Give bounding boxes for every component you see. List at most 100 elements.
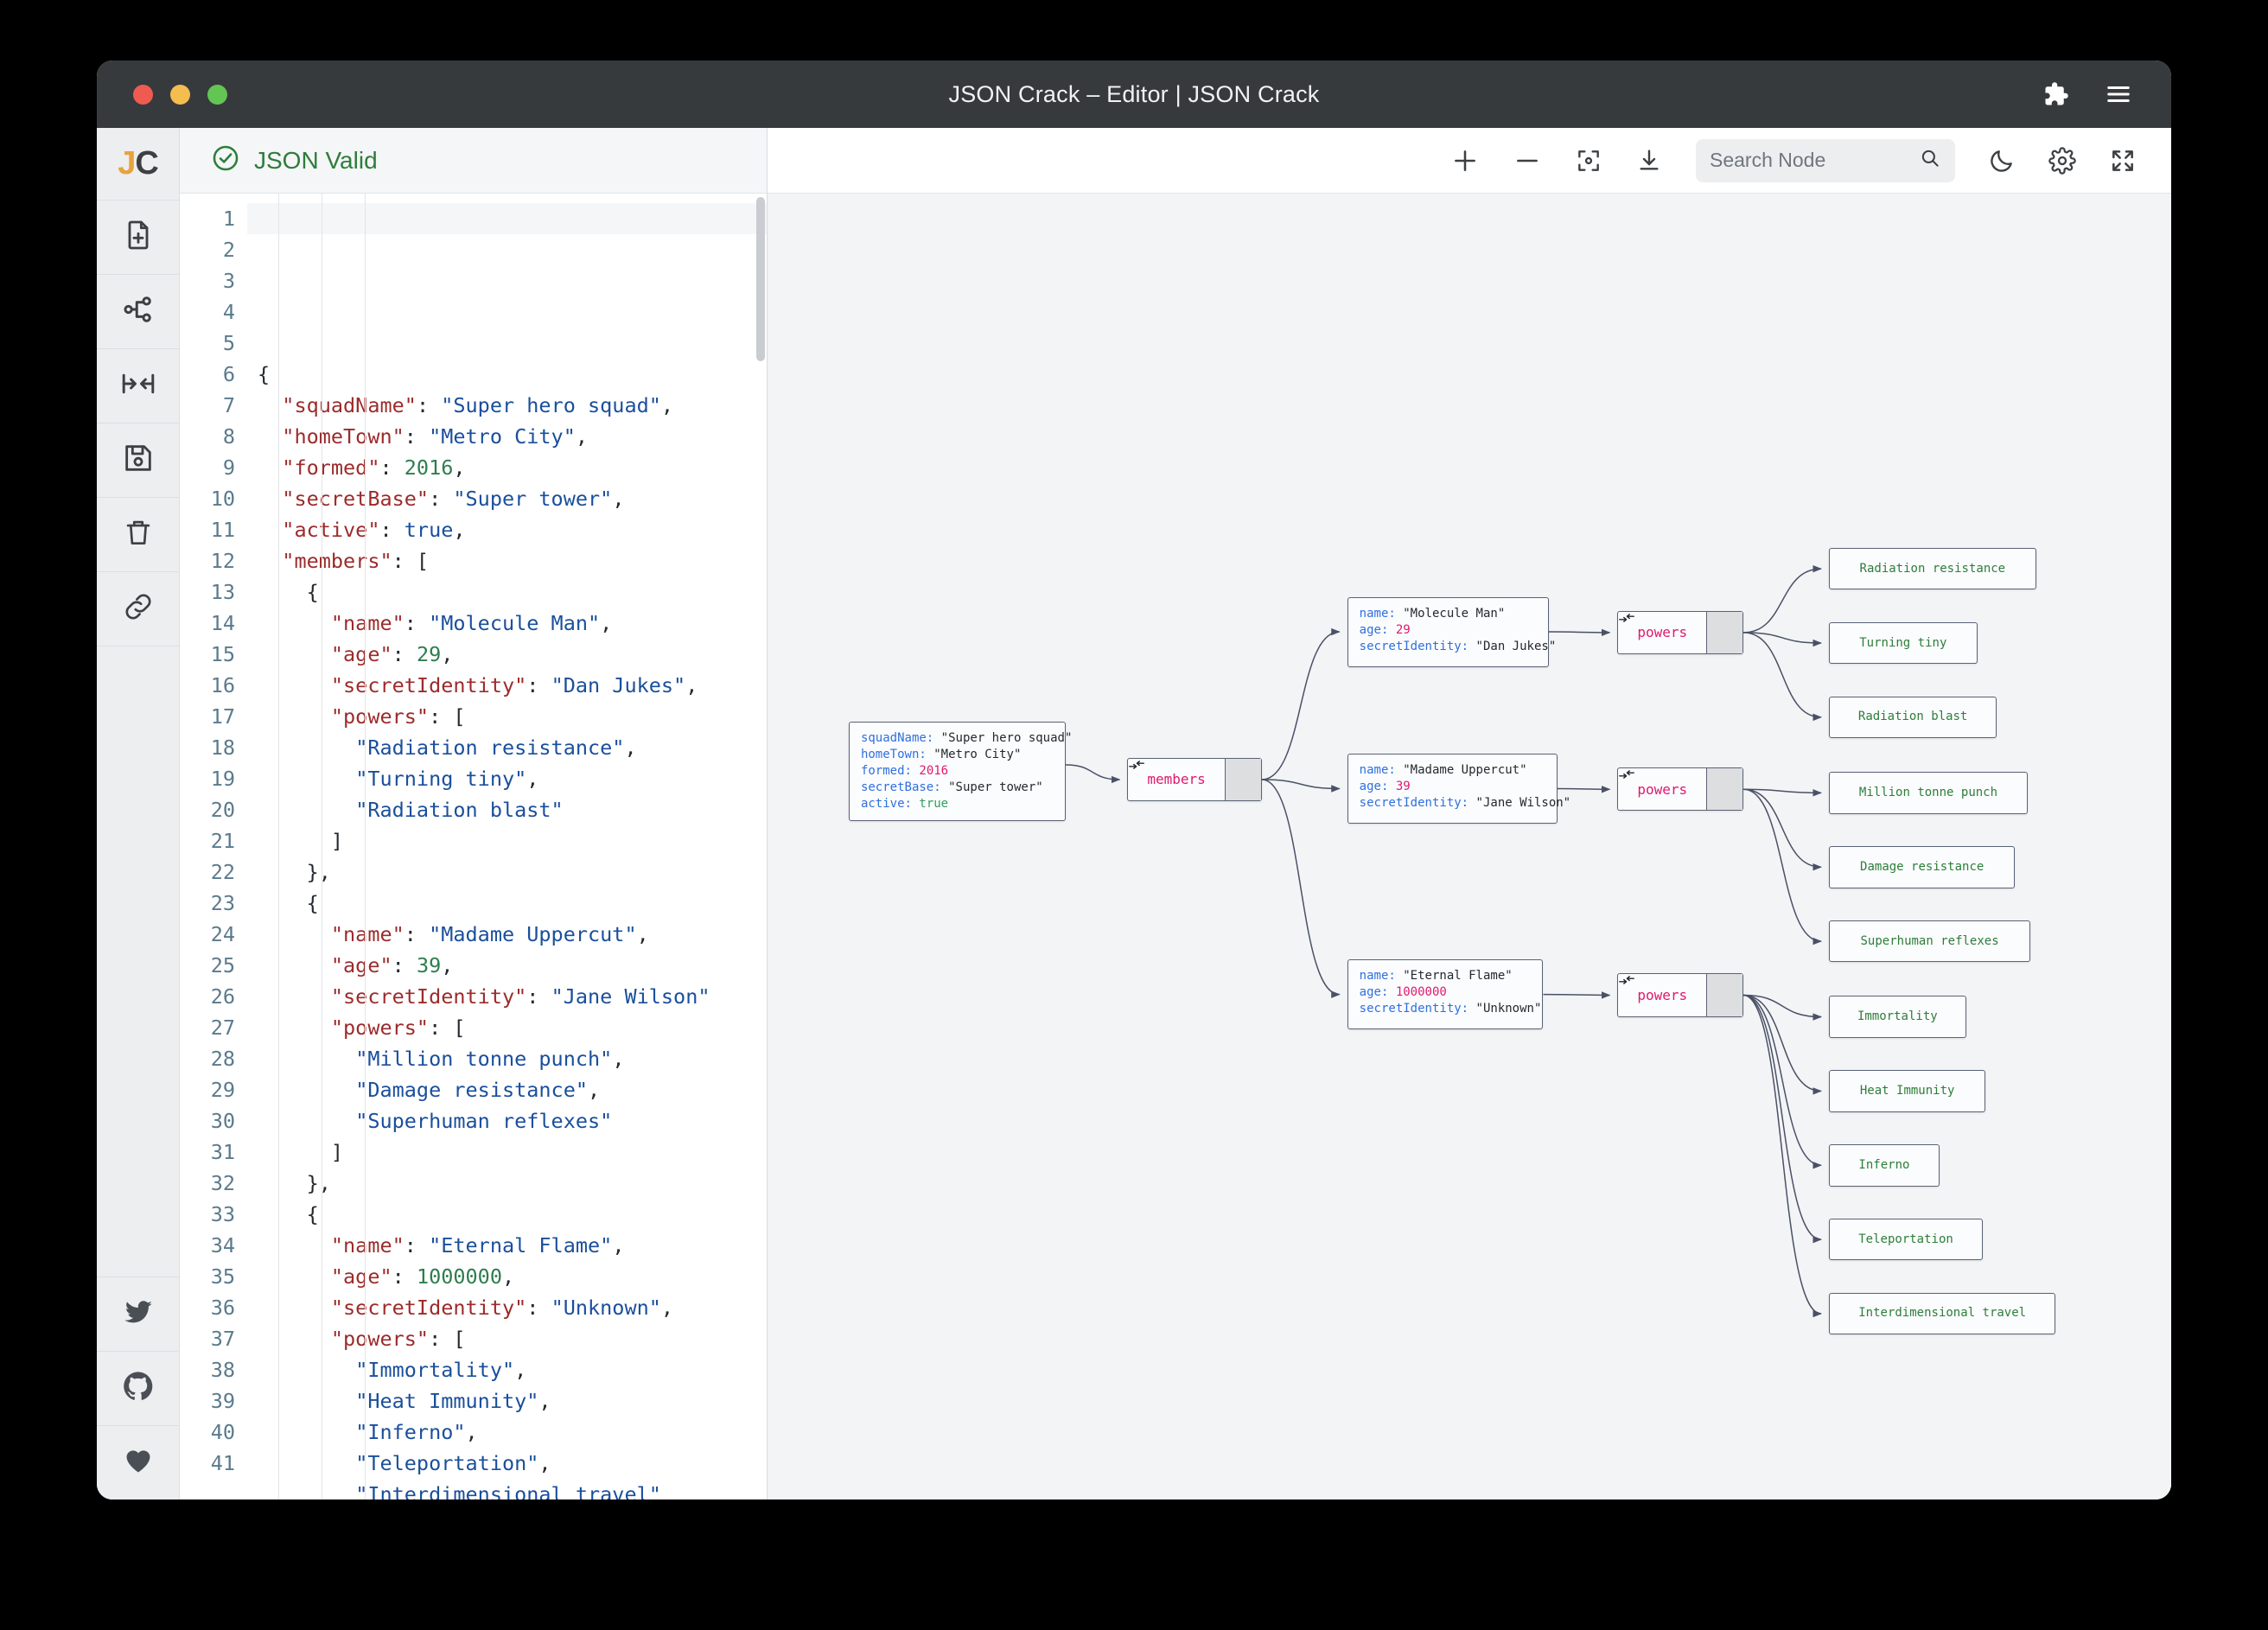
line-number: 33 (210, 1202, 235, 1226)
collapse-node-button[interactable] (1619, 768, 1743, 811)
graph-node-object[interactable]: squadName: "Super hero squad"homeTown: "… (848, 721, 1072, 821)
graph-node-parent[interactable]: powers (1617, 973, 1744, 1017)
code-line[interactable]: "secretIdentity": "Unknown", (330, 1296, 674, 1320)
graph-node-leaf[interactable]: Radiation blast (1828, 696, 1997, 739)
code-line[interactable]: "secretIdentity": "Dan Jukes", (330, 673, 698, 697)
editor-scrollbar-vertical[interactable] (756, 197, 765, 361)
code-line[interactable]: "powers": [ (330, 1016, 466, 1040)
graph-node-leaf[interactable]: Teleportation (1828, 1218, 1984, 1261)
download-icon[interactable] (1635, 147, 1663, 175)
line-number: 6 (222, 362, 235, 386)
code-line[interactable]: "Inferno", (355, 1420, 478, 1444)
code-line[interactable]: ] (258, 829, 344, 853)
code-line[interactable]: "members": [ (282, 549, 430, 573)
code-line[interactable]: }, (258, 860, 331, 884)
code-line[interactable]: { (258, 362, 271, 386)
code-line[interactable]: "squadName": "Super hero squad", (282, 393, 674, 417)
sidebar-item-github[interactable] (97, 1351, 179, 1425)
graph-node-leaf[interactable]: Interdimensional travel (1828, 1292, 2056, 1335)
center-focus-icon[interactable] (1575, 147, 1602, 175)
minimize-button[interactable] (170, 84, 190, 105)
logo-letter-c: C (135, 145, 158, 181)
graph-node-leaf[interactable]: Inferno (1828, 1143, 1940, 1187)
code-line[interactable]: { (258, 580, 319, 604)
graph-node-leaf[interactable]: Million tonne punch (1828, 772, 2028, 814)
zoom-out-button[interactable] (1513, 146, 1542, 175)
line-number: 32 (210, 1171, 235, 1195)
code-line[interactable]: "Radiation resistance", (355, 735, 637, 760)
code-line[interactable]: "secretBase": "Super tower", (282, 487, 625, 511)
collapse-node-button[interactable] (1129, 758, 1261, 801)
zoom-in-button[interactable] (1450, 146, 1480, 175)
fullscreen-icon[interactable] (2109, 147, 2137, 175)
graph-node-leaf[interactable]: Heat Immunity (1828, 1070, 1986, 1112)
code-line[interactable]: "name": "Eternal Flame", (330, 1233, 625, 1258)
close-button[interactable] (133, 84, 153, 105)
code-line[interactable]: "secretIdentity": "Jane Wilson" (330, 984, 710, 1009)
moon-icon[interactable] (1988, 147, 2016, 175)
code-line[interactable]: "age": 1000000, (330, 1264, 515, 1289)
code-line[interactable]: { (258, 891, 319, 915)
sidebar-item-share[interactable] (97, 275, 179, 349)
code-line[interactable]: "Damage resistance", (355, 1078, 601, 1102)
code-line[interactable]: "Heat Immunity", (355, 1389, 551, 1413)
search-icon[interactable] (1919, 147, 1941, 174)
graph-node-parent[interactable]: powers (1617, 767, 1744, 812)
code-line[interactable]: "formed": 2016, (282, 455, 466, 480)
search-node-box[interactable] (1696, 138, 1955, 182)
code-line[interactable]: "name": "Madame Uppercut", (330, 922, 649, 946)
graph-node-leaf[interactable]: Immortality (1828, 996, 1966, 1038)
app-logo[interactable]: JC (97, 128, 179, 201)
extensions-icon[interactable] (2043, 81, 2069, 107)
menu-icon[interactable] (2106, 83, 2131, 105)
graph-node-value: Heat Immunity (1859, 1083, 1955, 1098)
validation-status-bar: JSON Valid (180, 128, 767, 194)
graph-node-leaf[interactable]: Radiation resistance (1828, 547, 2036, 590)
code-line[interactable]: }, (258, 1171, 331, 1195)
code-line[interactable]: "age": 39, (330, 953, 454, 977)
graph-node-leaf[interactable]: Superhuman reflexes (1828, 920, 2031, 963)
code-line[interactable]: "homeTown": "Metro City", (282, 424, 589, 449)
code-line[interactable]: "Interdimensional travel" (355, 1482, 661, 1499)
search-input[interactable] (1710, 149, 1910, 172)
graph-node-parent[interactable]: members (1127, 757, 1262, 802)
line-number: 27 (210, 1016, 235, 1040)
graph-node-parent[interactable]: powers (1617, 610, 1744, 654)
line-number: 13 (210, 580, 235, 604)
code-content[interactable]: { "squadName": "Super hero squad", "home… (247, 194, 767, 1499)
code-line[interactable]: "Turning tiny", (355, 767, 539, 791)
code-line[interactable]: "age": 29, (330, 642, 454, 666)
line-number: 20 (210, 798, 235, 822)
code-line[interactable]: "Immortality", (355, 1358, 527, 1382)
gear-icon[interactable] (2048, 146, 2076, 175)
sidebar-item-support[interactable] (97, 1425, 179, 1499)
sidebar-item-save[interactable] (97, 423, 179, 498)
collapse-node-button[interactable] (1619, 974, 1743, 1016)
code-line[interactable]: ] (258, 1140, 344, 1164)
sidebar-item-new-file[interactable] (97, 201, 179, 275)
code-line[interactable]: "powers": [ (330, 704, 466, 729)
graph-node-leaf[interactable]: Turning tiny (1828, 621, 1978, 665)
code-line[interactable]: "Teleportation", (355, 1451, 551, 1475)
sidebar-item-collapse[interactable] (97, 349, 179, 423)
line-number: 11 (210, 518, 235, 542)
sidebar-item-link[interactable] (97, 572, 179, 646)
code-line[interactable]: "active": true, (282, 518, 466, 542)
graph-edge (1548, 628, 1611, 637)
sidebar-item-delete[interactable] (97, 498, 179, 572)
code-line[interactable]: "name": "Molecule Man", (330, 611, 613, 635)
code-line[interactable]: { (258, 1202, 319, 1226)
maximize-button[interactable] (207, 84, 227, 105)
graph-node-leaf[interactable]: Damage resistance (1828, 845, 2016, 888)
code-line[interactable]: "Million tonne punch", (355, 1047, 625, 1071)
code-line[interactable]: "Superhuman reflexes" (355, 1109, 613, 1133)
graph-canvas[interactable]: squadName: "Super hero squad"homeTown: "… (768, 194, 2171, 1499)
sidebar-item-twitter[interactable] (97, 1277, 179, 1351)
code-line[interactable]: "powers": [ (330, 1327, 466, 1351)
collapse-node-button[interactable] (1619, 611, 1743, 653)
code-line[interactable]: "Radiation blast" (355, 798, 564, 822)
